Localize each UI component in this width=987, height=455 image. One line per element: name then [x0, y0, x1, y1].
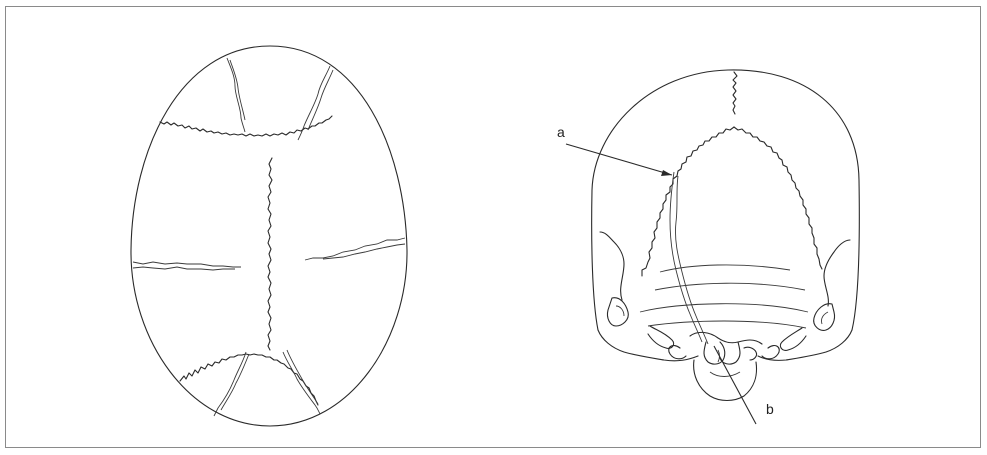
- label-b: b: [766, 402, 774, 416]
- lambdoid-suture: [642, 127, 734, 276]
- fracture-line: [670, 172, 702, 342]
- fracture-line: [298, 66, 330, 140]
- skull-back-outline: [592, 70, 860, 330]
- fracture-line: [283, 352, 320, 414]
- fracture-line: [305, 238, 405, 260]
- sagittal-suture: [733, 72, 737, 114]
- skull-top-view: [131, 46, 407, 426]
- pointer-b: [714, 346, 756, 424]
- fracture-line: [227, 58, 245, 132]
- fracture-line: [133, 262, 241, 267]
- skull-back-view: [566, 70, 859, 424]
- skull-top-outline: [131, 46, 407, 426]
- fracture-line: [308, 70, 333, 130]
- fracture-line: [133, 267, 235, 270]
- coronal-suture: [160, 116, 332, 136]
- pointer-a: [566, 144, 672, 175]
- label-a: a: [557, 125, 565, 139]
- lambdoid-suture: [734, 127, 822, 269]
- sagittal-suture: [268, 158, 272, 350]
- fracture-line: [230, 60, 245, 120]
- fracture-line: [221, 354, 249, 410]
- fracture-line: [214, 352, 246, 416]
